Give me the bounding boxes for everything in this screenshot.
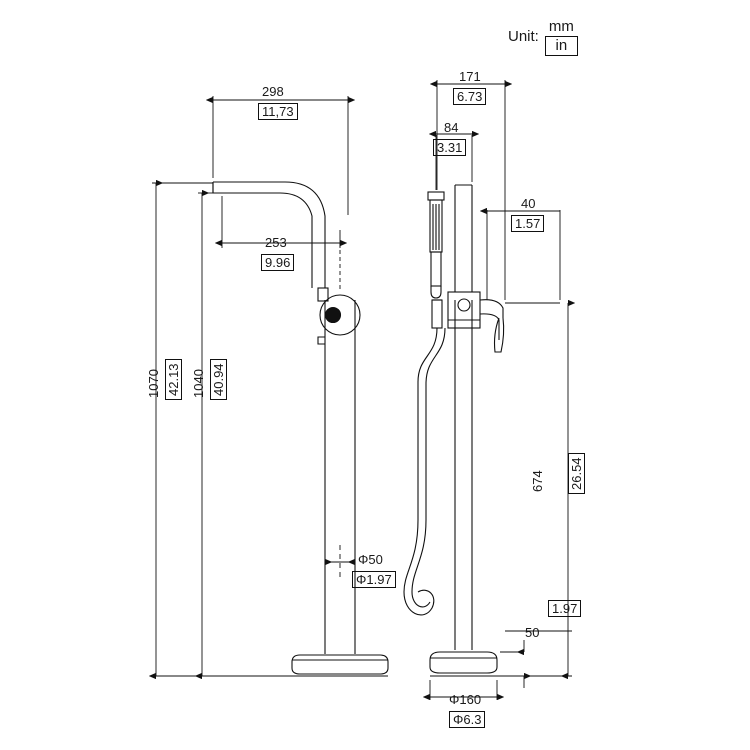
- riser-column: [324, 300, 356, 654]
- dim-side-width-mm: 171: [459, 69, 481, 84]
- unit-label: Unit:: [508, 28, 539, 46]
- hand-shower: [427, 191, 445, 299]
- left-handshower-bracket: [317, 336, 325, 345]
- base-plate-left: [291, 654, 389, 675]
- side-valve-handle: [447, 291, 505, 353]
- dim-handshower-offset-in: 3.31: [433, 139, 467, 156]
- shower-hose: [403, 299, 446, 616]
- dim-spout-reach-in: 11,73: [258, 103, 298, 120]
- dim-side-width-in: 6.73: [453, 88, 487, 105]
- valve-body: [317, 287, 361, 336]
- side-riser: [454, 184, 473, 650]
- dim-handle-length-mm: 40: [521, 196, 536, 211]
- dim-spout-reach-mm: 298: [262, 84, 284, 99]
- dim-handle-length-in: 1.57: [511, 215, 545, 232]
- base-plate-right: [429, 651, 498, 674]
- dim-base-dia-in: Φ6.3: [449, 711, 486, 728]
- dim-column-dia-in: Φ1.97: [352, 571, 396, 588]
- spout-arm: [212, 181, 326, 288]
- unit-legend: Unit: mm in: [508, 18, 578, 56]
- unit-numerator: mm: [544, 18, 578, 38]
- dimension-lines: [148, 80, 576, 701]
- dim-column-dia-mm: Φ50: [358, 552, 383, 567]
- dim-spout-inner-in: 9.96: [261, 254, 295, 271]
- dim-base-height-mm: 50: [525, 625, 540, 640]
- unit-denominator: in: [544, 37, 578, 56]
